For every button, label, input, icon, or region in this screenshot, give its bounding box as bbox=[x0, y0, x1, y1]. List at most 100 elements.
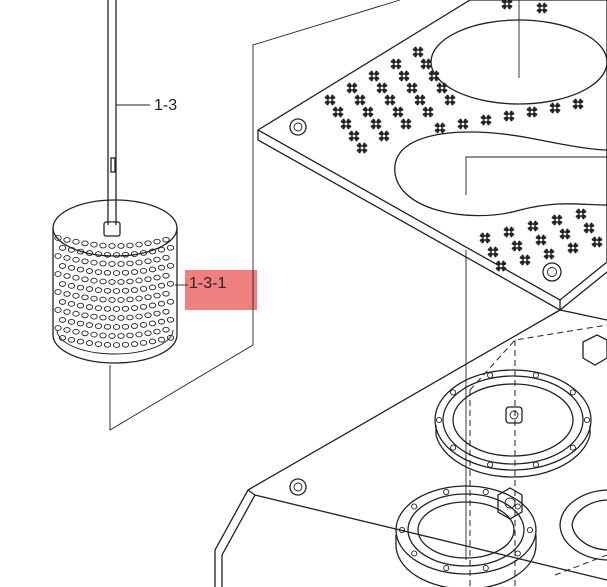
plate-cross bbox=[347, 129, 361, 143]
strainer-hole bbox=[130, 269, 139, 275]
assembly-bracket-line bbox=[109, 0, 401, 431]
strainer-hole bbox=[81, 312, 89, 319]
strainer-holes bbox=[54, 235, 175, 348]
strainer-hole bbox=[54, 271, 62, 277]
strainer-hole bbox=[90, 259, 98, 266]
ring-bolt bbox=[482, 564, 489, 572]
strainer-hole bbox=[112, 324, 121, 330]
strainer-hole bbox=[162, 272, 170, 279]
plate-cross bbox=[456, 117, 470, 131]
plate-cross bbox=[502, 109, 516, 123]
strainer-hole bbox=[112, 288, 121, 294]
plate-cross bbox=[548, 101, 562, 115]
strainer-hole bbox=[72, 238, 80, 245]
strainer-hole bbox=[139, 340, 148, 346]
plate-cross bbox=[399, 117, 413, 131]
strainer-hole bbox=[108, 243, 116, 249]
strainer-hole bbox=[112, 342, 121, 348]
plate-cross bbox=[518, 253, 532, 267]
strainer-hole bbox=[90, 313, 98, 320]
strainer-hole bbox=[126, 278, 134, 285]
strainer-hole bbox=[99, 296, 107, 303]
strainer-hole bbox=[54, 235, 62, 241]
strainer-hole bbox=[58, 299, 67, 305]
strainer-hole bbox=[166, 244, 175, 251]
strainer-hole bbox=[85, 286, 94, 292]
strainer-hole bbox=[58, 245, 67, 251]
strainer-hole bbox=[63, 309, 71, 315]
plate-cross bbox=[582, 221, 596, 235]
ring-bolt bbox=[411, 503, 418, 510]
strainer-hole bbox=[162, 290, 170, 297]
strainer-hole bbox=[148, 284, 157, 291]
strainer-hole bbox=[130, 323, 139, 329]
plate-cross bbox=[534, 233, 548, 247]
strainer-hole bbox=[153, 256, 161, 263]
plate-cross bbox=[331, 105, 345, 119]
plate-cross bbox=[353, 93, 367, 107]
strainer-hole bbox=[112, 252, 121, 258]
strainer-hole bbox=[58, 281, 67, 287]
strainer-hole bbox=[162, 308, 170, 315]
strainer-hole bbox=[162, 326, 170, 333]
strainer-hole bbox=[63, 237, 71, 243]
plate-cross bbox=[500, 0, 514, 11]
strainer-hole bbox=[121, 251, 130, 258]
ring-bolt bbox=[487, 372, 494, 379]
center-line-middle bbox=[465, 156, 607, 195]
strainer-hole bbox=[135, 259, 143, 266]
strainer-hole bbox=[112, 270, 121, 276]
tank-body bbox=[214, 309, 607, 587]
strainer-hole bbox=[67, 337, 76, 343]
plate-cross bbox=[405, 81, 419, 95]
strainer-hole bbox=[76, 320, 85, 327]
strainer-hole bbox=[135, 313, 143, 320]
strainer-hole bbox=[144, 330, 152, 337]
strainer-hole bbox=[117, 297, 125, 303]
plate-cross bbox=[391, 105, 405, 119]
strainer-hole bbox=[153, 292, 161, 299]
strainer-hole bbox=[58, 317, 67, 323]
strainer-hole bbox=[121, 269, 130, 276]
plate-cross bbox=[397, 69, 411, 83]
strainer-hole bbox=[90, 241, 98, 248]
strainer-hole bbox=[108, 279, 116, 285]
strainer-hole bbox=[157, 282, 166, 289]
plate-cross-pattern bbox=[323, 0, 604, 273]
strainer-hole bbox=[139, 304, 148, 310]
strainer-hole bbox=[103, 323, 112, 330]
strainer-hole bbox=[85, 250, 94, 256]
plate-cross bbox=[571, 97, 585, 111]
strainer-hole bbox=[103, 251, 112, 258]
plate-cross bbox=[478, 231, 492, 245]
plate-cross bbox=[377, 129, 391, 143]
ring-bolt bbox=[514, 550, 521, 557]
strainer-hole bbox=[94, 323, 103, 329]
plate-cross bbox=[486, 245, 500, 259]
strainer-hole bbox=[126, 260, 134, 267]
strainer-hole bbox=[76, 248, 85, 255]
strainer-hole bbox=[117, 261, 125, 267]
ring-bolt bbox=[526, 526, 534, 534]
strainer-hole bbox=[148, 302, 157, 309]
ring-bolt bbox=[450, 444, 457, 451]
strainer-hole bbox=[103, 341, 112, 348]
plate-cross bbox=[323, 93, 337, 107]
strainer-hole bbox=[130, 305, 139, 311]
plate-cross bbox=[389, 57, 403, 71]
valve-fitting bbox=[497, 487, 523, 520]
strainer-hole bbox=[85, 268, 94, 274]
ring-bolt bbox=[569, 389, 576, 396]
strainer-hole bbox=[153, 328, 161, 335]
plate-cross bbox=[542, 247, 556, 261]
strainer-hole bbox=[108, 333, 116, 339]
plate-cross bbox=[413, 93, 427, 107]
strainer-hole bbox=[54, 253, 62, 259]
strainer-hole bbox=[76, 266, 85, 273]
ring-bolt bbox=[583, 416, 591, 424]
strainer-hole bbox=[94, 251, 103, 257]
strainer-hole bbox=[81, 240, 89, 247]
strainer-hole bbox=[72, 328, 80, 335]
ring-bolt bbox=[443, 564, 450, 572]
strainer-hole bbox=[126, 314, 134, 321]
